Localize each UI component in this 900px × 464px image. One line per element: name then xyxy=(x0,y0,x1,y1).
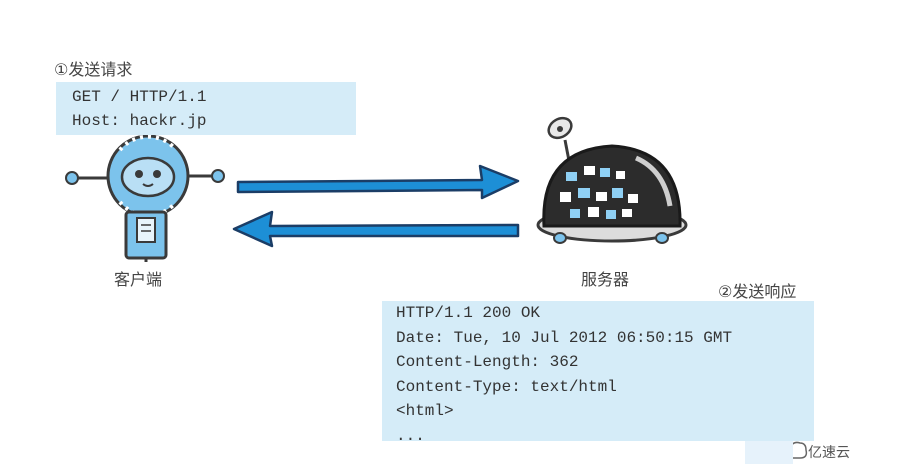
response-line: ... xyxy=(396,426,425,445)
server-robot-icon xyxy=(536,116,688,244)
response-message-box: HTTP/1.1 200 OK Date: Tue, 10 Jul 2012 0… xyxy=(382,301,814,445)
request-message-box: GET / HTTP/1.1 Host: hackr.jp xyxy=(56,82,356,135)
watermark-strip xyxy=(745,438,793,464)
request-line: GET / HTTP/1.1 xyxy=(72,88,207,106)
request-line: Host: hackr.jp xyxy=(72,112,207,130)
response-line: Content-Length: 362 xyxy=(396,353,579,371)
response-step-label: ②发送响应 xyxy=(718,282,797,301)
watermark-text: 亿速云 xyxy=(808,445,850,461)
client-label: 客户端 xyxy=(114,270,163,289)
response-arrow xyxy=(232,210,520,248)
response-line: Content-Type: text/html xyxy=(396,377,617,396)
response-line: HTTP/1.1 200 OK xyxy=(396,304,541,322)
request-step-label: ①发送请求 xyxy=(54,60,133,79)
response-line: <html> xyxy=(396,402,454,420)
response-line: Date: Tue, 10 Jul 2012 06:50:15 GMT xyxy=(396,328,733,347)
server-label: 服务器 xyxy=(581,270,630,289)
request-arrow xyxy=(236,164,520,200)
client-robot-icon xyxy=(65,134,225,262)
